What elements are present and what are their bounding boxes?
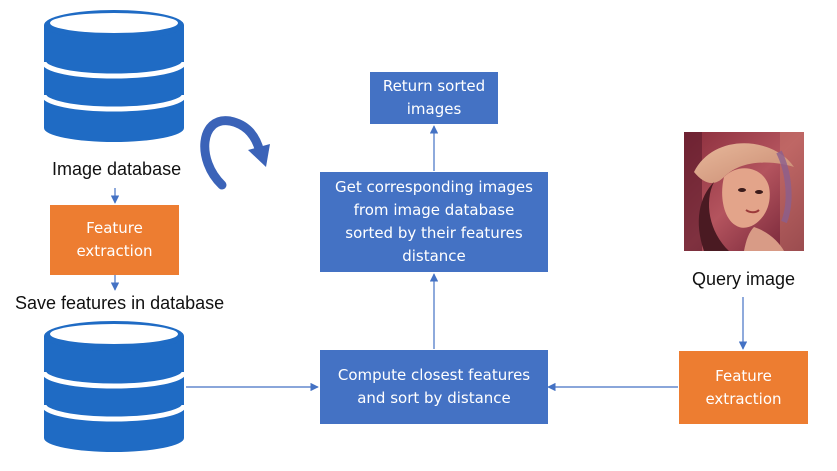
query-photo bbox=[684, 132, 804, 251]
compute-closest-text: Compute closest features and sort by dis… bbox=[337, 366, 531, 407]
feature-extraction-box-left: Feature extraction bbox=[50, 205, 179, 275]
save-features-label: Save features in database bbox=[15, 293, 225, 313]
image-database-label: Image database bbox=[52, 159, 182, 179]
database-icon-top bbox=[41, 10, 187, 142]
compute-closest-box: Compute closest features and sort by dis… bbox=[320, 350, 548, 424]
get-corresponding-text: Get corresponding images from image data… bbox=[335, 178, 533, 265]
return-sorted-text: Return sorted images bbox=[382, 77, 486, 118]
feature-extraction-left-text: Feature extraction bbox=[76, 219, 153, 260]
query-image-label: Query image bbox=[692, 269, 796, 289]
return-sorted-box: Return sorted images bbox=[370, 72, 498, 124]
feature-extraction-box-right: Feature extraction bbox=[679, 351, 808, 424]
curved-arrow-icon bbox=[200, 116, 270, 190]
feature-extraction-right-text: Feature extraction bbox=[705, 366, 782, 408]
get-corresponding-box: Get corresponding images from image data… bbox=[320, 172, 548, 272]
database-icon-bottom bbox=[41, 321, 187, 452]
